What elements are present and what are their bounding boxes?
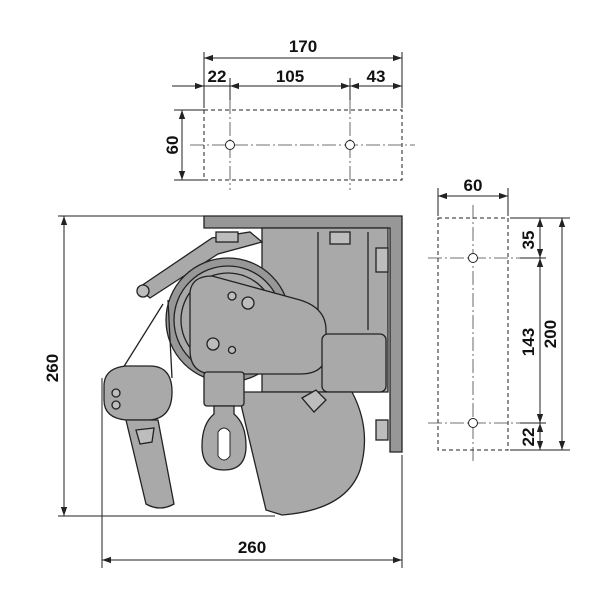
dim-top-total: 170 xyxy=(289,37,317,56)
hook-slot xyxy=(217,427,231,461)
bracket-bolt-upper xyxy=(375,247,389,273)
dim-top-left: 22 xyxy=(208,67,227,86)
top-mounting-plate-view: 170 22 105 43 60 xyxy=(163,37,415,190)
winch-side-view: 260 260 xyxy=(43,215,403,568)
dim-top-middle: 105 xyxy=(276,67,304,86)
crank-screw-4 xyxy=(227,345,237,355)
dim-right-total: 200 xyxy=(541,320,560,348)
top-hole-right xyxy=(345,140,355,150)
pulley-body xyxy=(103,365,173,421)
pulley-screw-1 xyxy=(111,388,121,398)
housing-nut-top xyxy=(329,231,351,245)
side-hole-top xyxy=(468,253,478,263)
dim-main-width: 260 xyxy=(238,538,266,557)
crank-screw-2 xyxy=(241,296,255,310)
dim-top-height: 60 xyxy=(163,136,182,155)
counterweight-sector xyxy=(237,391,366,516)
rope-inner xyxy=(167,299,173,379)
back-bracket-plate xyxy=(203,215,403,453)
crank-screw-3 xyxy=(206,337,220,351)
rail-end-cap xyxy=(136,284,150,298)
side-hole-bottom xyxy=(468,418,478,428)
bracket-bolt-lower xyxy=(375,419,389,441)
motor-cover xyxy=(321,333,387,393)
counterweight-knob xyxy=(300,389,327,413)
dim-right-width: 60 xyxy=(464,176,483,195)
handle-slot xyxy=(135,427,155,445)
rope xyxy=(117,303,164,377)
side-mounting-plate-view: 60 35 143 22 200 xyxy=(428,176,570,462)
crank-screw-1 xyxy=(227,291,237,301)
handle-grip xyxy=(125,419,175,509)
dim-right-top: 35 xyxy=(519,231,538,250)
pulley-screw-2 xyxy=(111,400,121,410)
rail-clamp xyxy=(215,231,239,243)
dim-right-middle: 143 xyxy=(519,328,538,356)
dim-main-height: 260 xyxy=(43,354,62,382)
hook-block xyxy=(203,371,245,407)
dim-top-right: 43 xyxy=(367,67,386,86)
top-hole-left xyxy=(225,140,235,150)
dim-right-bottom: 22 xyxy=(519,428,538,447)
